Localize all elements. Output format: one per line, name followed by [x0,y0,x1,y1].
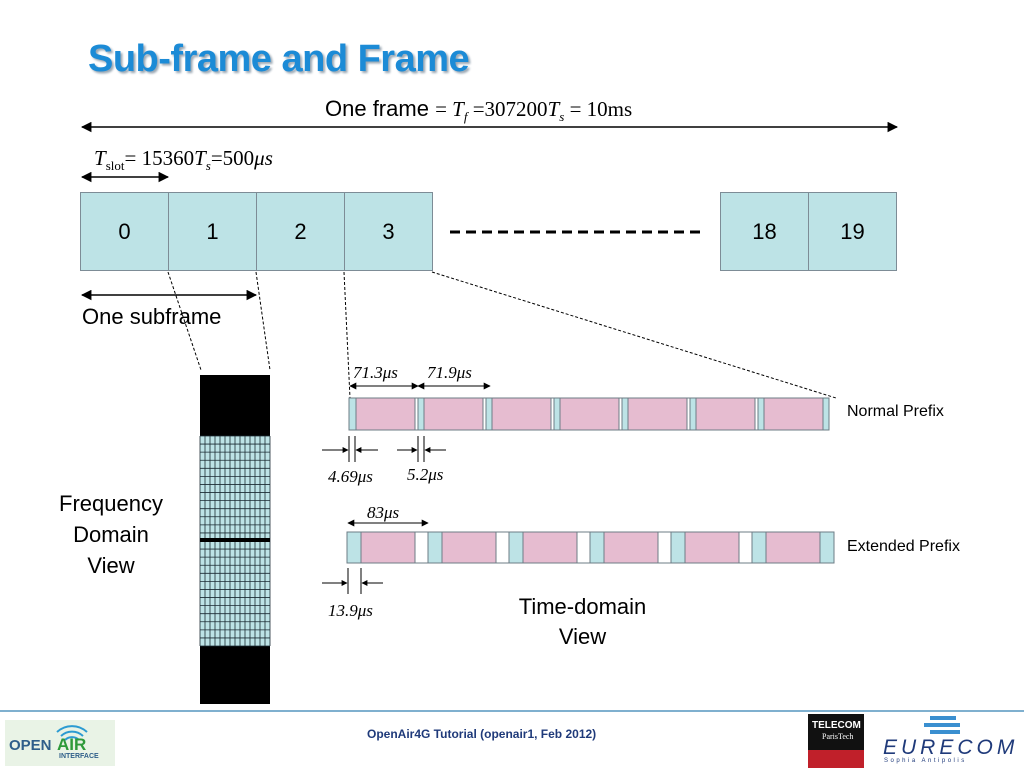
logo-tech: Tech [838,732,854,741]
frame-label: One frame [325,96,429,121]
time-view-label: Time-domain View [518,594,647,649]
normal-end-block [822,397,830,431]
normal-symbol-block [423,397,484,431]
normal-symbol-block [763,397,824,431]
normal-symbol-block [355,397,416,431]
normal-duration-2: 71.9μs [427,363,472,382]
frame-equation: One frame = Tf =307200Ts = 10ms [325,96,632,125]
slot-0: 0 [80,192,169,271]
logo-open: OPEN [9,737,52,754]
normal-prefix-label: Normal Prefix [847,403,944,420]
extended-symbol-block [360,531,416,564]
zoom-line-time-right [431,271,837,399]
zoom-line-left [167,271,202,371]
extended-symbol-block [441,531,497,564]
normal-duration-1: 71.3μs [353,363,398,382]
logo-telecom: TELECOM [812,720,861,731]
slot-3: 3 [344,192,433,271]
extended-symbol-block [765,531,821,564]
freq-dc-line [200,538,270,542]
normal-symbol-block [559,397,620,431]
telecom-red-band [808,750,864,768]
wifi-icon [56,725,88,741]
openair-logo: OPEN AIR INTERFACE [5,720,115,766]
frame-formula: = Tf =307200Ts = 10ms [435,97,633,125]
logo-air: AIR [57,735,87,754]
telecom-paristech-logo: TELECOM ParisTech [808,714,864,768]
extended-end-block [819,531,835,564]
zoom-line-time-left [343,271,351,399]
extended-duration: 83μs [367,503,400,522]
normal-cp-1: 4.69μs [328,467,373,486]
normal-symbol-block [491,397,552,431]
extended-cp: 13.9μs [328,601,373,620]
frequency-view-label: Frequency Domain View [59,491,163,578]
slot-19: 19 [808,192,897,271]
normal-symbol-block [627,397,688,431]
logo-paris: Paris [822,732,838,741]
footer-text: OpenAir4G Tutorial (openair1, Feb 2012) [367,727,597,741]
normal-symbol-block [695,397,756,431]
freq-top-block [200,375,270,436]
extended-prefix-label: Extended Prefix [847,538,960,555]
logo-interface: INTERFACE [59,753,99,760]
zoom-line-right [255,271,271,371]
eurecom-logo: EURECOM Sophia Antipolis [880,712,1020,768]
slot-equation: Tslot= 15360Ts=500μs [94,146,273,174]
eurecom-stripes-icon [924,716,960,734]
logo-eurecom: EURECOM [883,736,1019,759]
freq-bottom-block [200,646,270,704]
slot-2: 2 [256,192,345,271]
slide-title: Sub-frame and Frame [88,38,470,80]
subframe-label: One subframe [82,304,222,329]
normal-cp-2: 5.2μs [407,465,444,484]
slot-1: 1 [168,192,257,271]
logo-sophia: Sophia Antipolis [884,758,967,764]
